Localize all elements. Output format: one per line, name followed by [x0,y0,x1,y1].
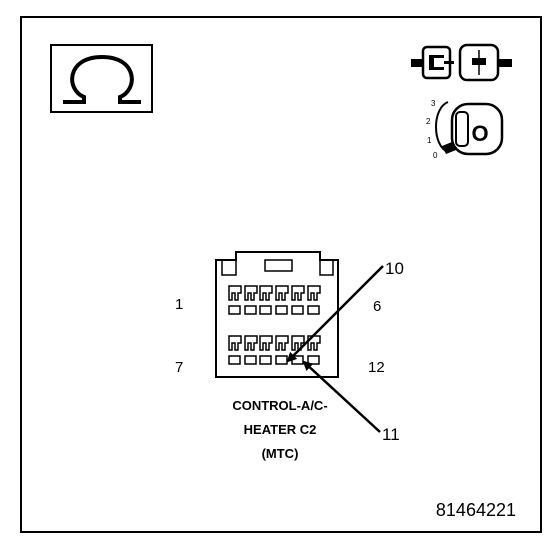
connector-disconnected-icon [411,43,512,82]
terminal-cavity [259,285,273,315]
terminal-cavity [244,285,258,315]
connector-caption-line2: HEATER C2 [244,422,317,437]
terminal-cavity [307,285,321,315]
terminal-cavity [259,335,273,365]
terminal-cavity [291,285,305,315]
terminal-cavity [307,335,321,365]
ignition-position-1: 1 [427,136,432,145]
pin-label-6: 6 [373,298,381,315]
figure-number: 81464221 [436,500,516,520]
ignition-key-label: O [471,121,488,146]
ignition-position-3: 3 [431,99,436,108]
terminal-cavity [275,335,289,365]
diagram-frame [20,16,542,533]
ignition-position-2: 2 [426,117,431,126]
connector-terminals [228,285,321,365]
pin-label-7: 7 [175,359,183,376]
connector-caption-line1: CONTROL-A/C- [232,398,327,413]
callout-arrow-10 [286,265,384,363]
terminal-cavity [275,285,289,315]
ignition-position-0: 0 [433,151,438,160]
callout-arrow-11 [302,360,381,433]
ignition-key-icon: 3 2 1 0 O [426,99,504,160]
callout-label-10: 10 [385,259,404,278]
terminal-cavity [228,335,242,365]
callout-label-11: 11 [382,425,400,444]
ohmmeter-icon [50,44,153,113]
connector-c2 [215,251,339,378]
pin-label-1: 1 [175,296,183,313]
pin-label-12: 12 [368,359,385,376]
terminal-cavity [244,335,258,365]
connector-caption-line3: (MTC) [262,446,299,461]
terminal-cavity [228,285,242,315]
